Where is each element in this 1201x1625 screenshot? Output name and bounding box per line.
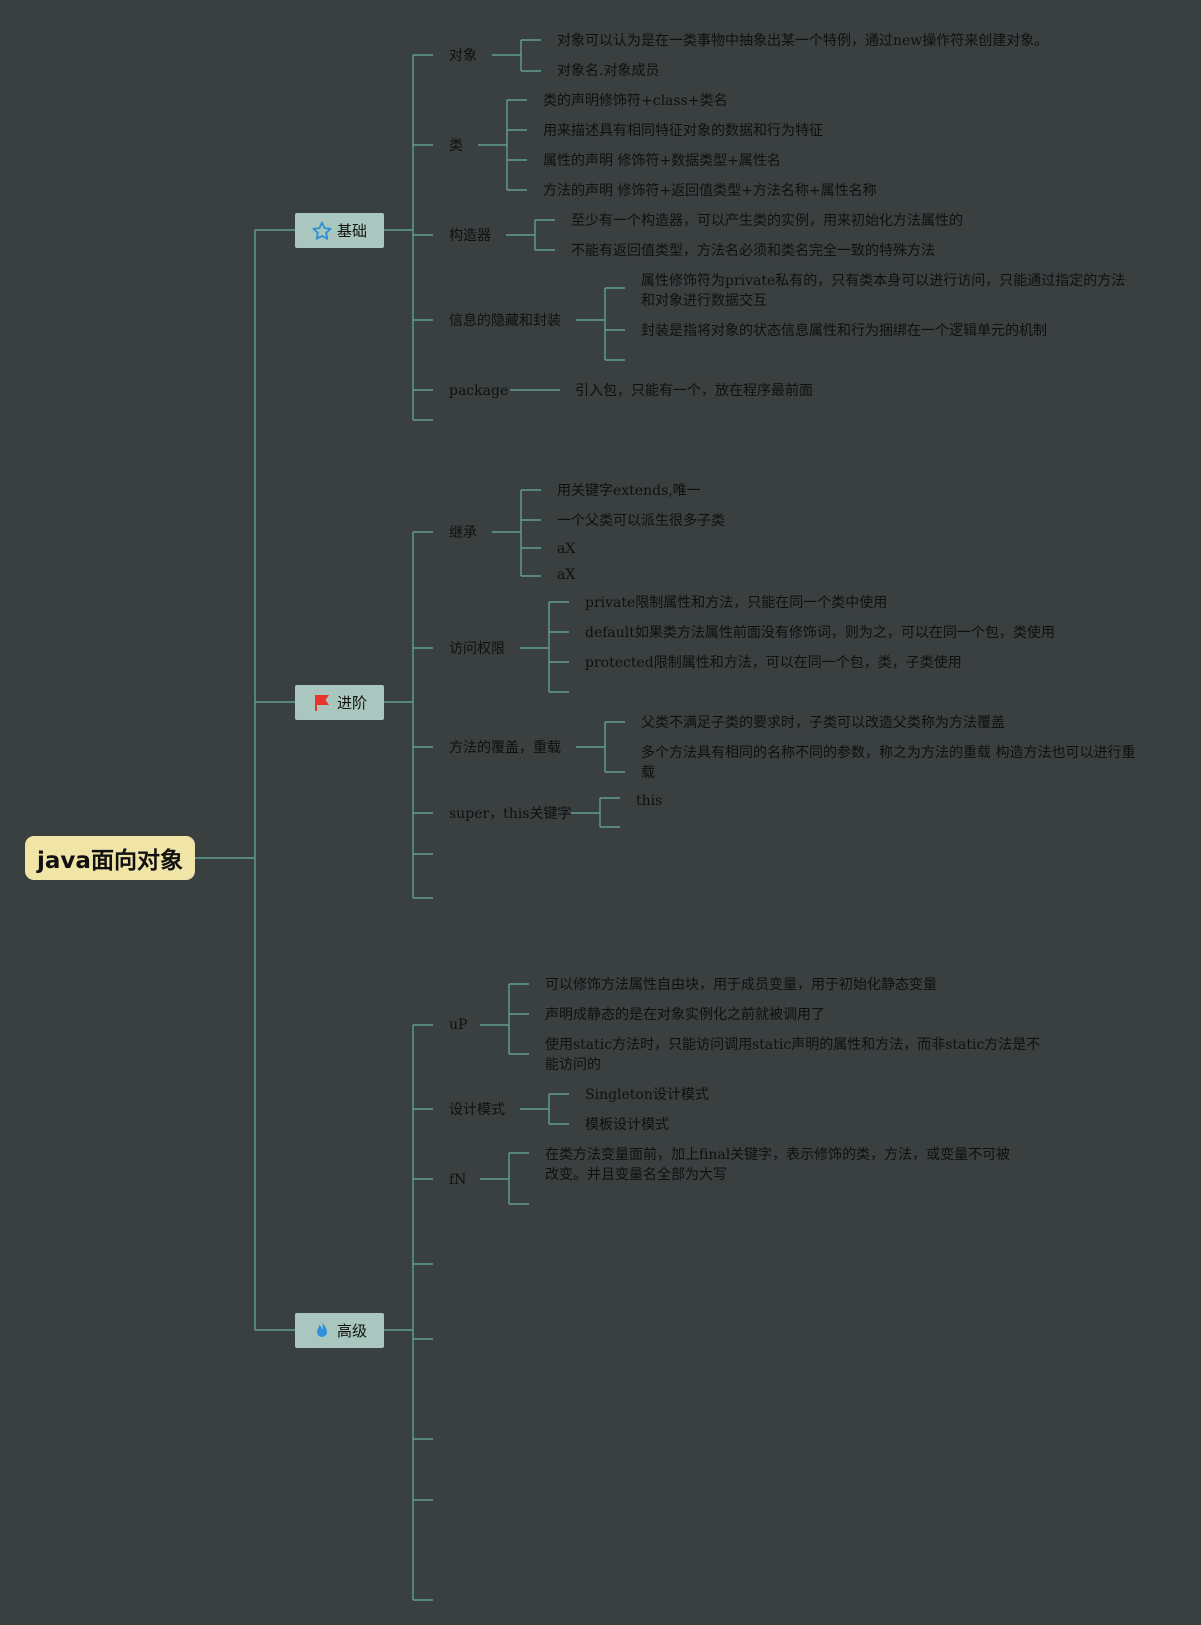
topic-package[interactable]: package [449, 383, 509, 399]
topic-constructor[interactable]: 构造器 [449, 228, 491, 244]
section-label: 进阶 [336, 694, 367, 712]
leaf-item[interactable]: 一个父类可以派生很多子类 [557, 513, 725, 529]
leaf-item[interactable]: 引入包，只能有一个，放在程序最前面 [575, 383, 813, 399]
leaf-item[interactable]: protected限制属性和方法，可以在同一个包，类，子类使用 [585, 655, 962, 671]
leaf-item[interactable]: default如果类方法属性前面没有修饰词，则为之，可以在同一个包，类使用 [585, 625, 1055, 641]
topic-static[interactable]: uP [449, 1017, 468, 1033]
topic-access[interactable]: 访问权限 [449, 641, 505, 657]
leaf-item[interactable]: 声明成静态的是在对象实例化之前就被调用了 [545, 1007, 825, 1023]
leaf-item[interactable]: private限制属性和方法，只能在同一个类中使用 [585, 595, 888, 611]
section-senior[interactable]: 高级 [295, 1313, 384, 1348]
leaf-item[interactable]: 多个方法具有相同的名称不同的参数，称之为方法的重载 构造方法也可以进行重载 [641, 745, 1136, 781]
leaf-item[interactable]: 对象名.对象成员 [557, 63, 660, 79]
section-label: 高级 [336, 1322, 367, 1340]
leaf-item[interactable]: 对象可以认为是在一类事物中抽象出某一个特例，通过new操作符来创建对象。 [557, 33, 1049, 49]
topic-object[interactable]: 对象 [449, 48, 477, 64]
leaf-item[interactable]: 用关键字extends,唯一 [557, 483, 701, 499]
section-basic[interactable]: 基础 [295, 213, 384, 248]
flame-icon [316, 1320, 327, 1337]
leaf-item[interactable]: 属性的声明 修饰符+数据类型+属性名 [543, 153, 781, 169]
red-flag-icon [314, 694, 329, 711]
leaf-item[interactable]: 方法的声明 修饰符+返回值类型+方法名称+属性名称 [543, 183, 877, 199]
topic-class[interactable]: 类 [449, 138, 463, 154]
leaf-item[interactable]: 不能有返回值类型，方法名必须和类名完全一致的特殊方法 [571, 243, 935, 259]
topic-design-pattern[interactable]: 设计模式 [449, 1102, 505, 1118]
section-label: 基础 [336, 222, 367, 240]
leaf-item[interactable]: this [636, 793, 663, 809]
topic-inheritance[interactable]: 继承 [449, 525, 477, 541]
leaf-item[interactable]: 在类方法变量面前，加上final关键字，表示修饰的类，方法，或变量不可被改变。并… [545, 1147, 1011, 1183]
leaf-item[interactable]: 模板设计模式 [585, 1117, 669, 1133]
leaf-item[interactable]: aX [557, 541, 576, 557]
root-topic[interactable]: java面向对象 [25, 836, 195, 880]
leaf-item[interactable]: 属性修饰符为private私有的，只有类本身可以进行访问，只能通过指定的方法和对… [641, 273, 1126, 309]
topic-override[interactable]: 方法的覆盖，重载 [449, 740, 561, 756]
topic-super-this[interactable]: super，this关键字 [449, 806, 572, 822]
leaf-item[interactable]: aX [557, 567, 576, 583]
leaf-item[interactable]: 可以修饰方法属性自由块，用于成员变量，用于初始化静态变量 [545, 977, 937, 993]
leaf-item[interactable]: 使用static方法时，只能访问调用static声明的属性和方法，而非stati… [545, 1037, 1041, 1073]
star-icon [312, 221, 332, 240]
leaf-item[interactable]: 类的声明修饰符+class+类名 [543, 93, 728, 109]
leaf-item[interactable]: 用来描述具有相同特征对象的数据和行为特征 [543, 123, 823, 139]
leaf-item[interactable]: 父类不满足子类的要求时，子类可以改造父类称为方法覆盖 [641, 715, 1005, 731]
leaf-item[interactable]: 至少有一个构造器，可以产生类的实例，用来初始化方法属性的 [571, 213, 963, 229]
section-advanced[interactable]: 进阶 [295, 685, 384, 720]
topic-encapsulation[interactable]: 信息的隐藏和封装 [449, 313, 561, 329]
leaf-item[interactable]: 封装是指将对象的状态信息属性和行为捆绑在一个逻辑单元的机制 [641, 323, 1047, 339]
topic-final[interactable]: fN [449, 1172, 467, 1188]
leaf-item[interactable]: Singleton设计模式 [585, 1087, 709, 1103]
